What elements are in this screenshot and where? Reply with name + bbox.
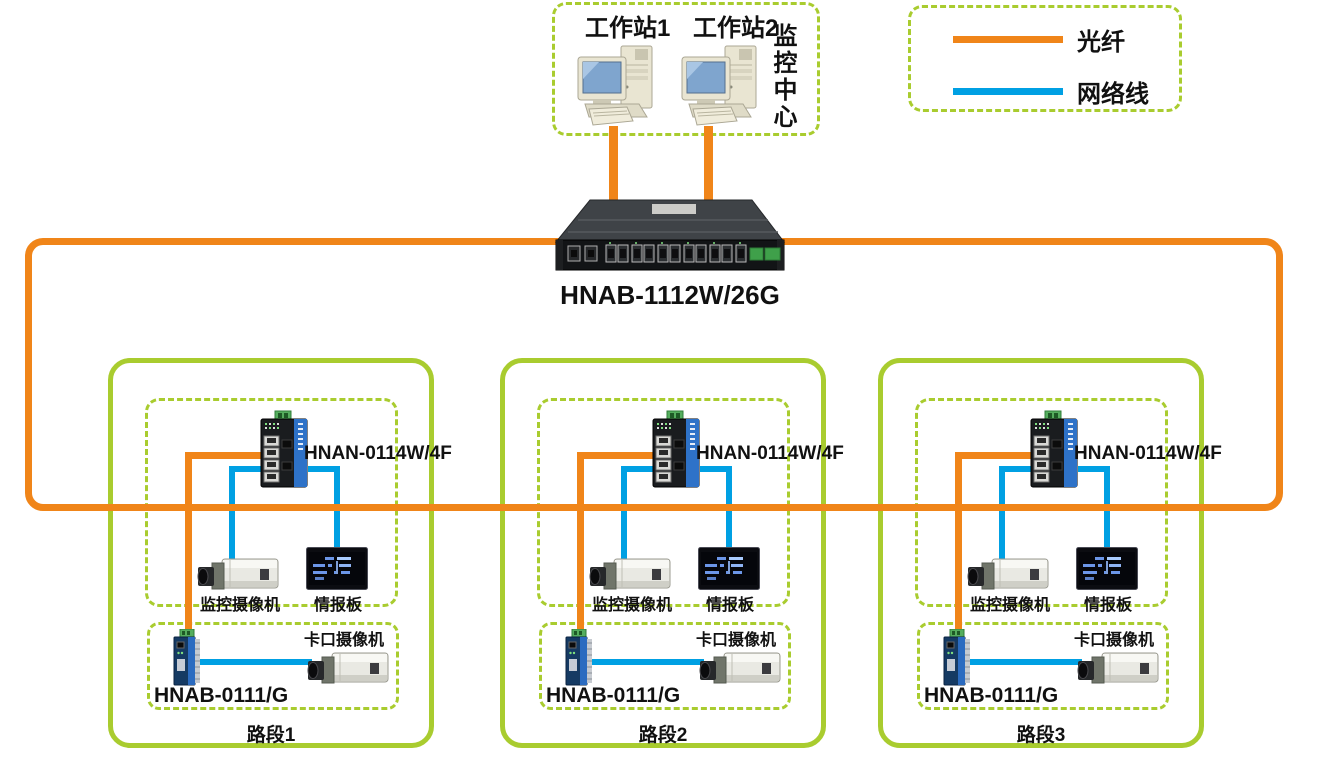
checkpoint-camera-image bbox=[306, 648, 390, 688]
road-section-border bbox=[108, 358, 434, 748]
surveillance-camera-image bbox=[588, 554, 672, 594]
legend-fiber-line bbox=[953, 36, 1063, 43]
checkpoint-camera-label: 卡口摄像机 bbox=[695, 632, 776, 649]
network-link-checkpoint bbox=[970, 659, 1082, 665]
surveillance-camera-label: 监控摄像机 bbox=[591, 597, 672, 614]
field-switch-image bbox=[1028, 410, 1080, 488]
fiber-converter-image bbox=[172, 628, 202, 687]
network-link-board-h bbox=[700, 466, 732, 472]
checkpoint-camera-image bbox=[1076, 648, 1160, 688]
fiber-drop-workstation2 bbox=[704, 126, 713, 206]
road-section-label: 路段2 bbox=[638, 725, 688, 746]
road-section: HNAN-0114W/4F 监控摄像机 情报板 卡口摄像机 HNAB-0111/… bbox=[878, 0, 1222, 759]
network-link-board-h bbox=[308, 466, 340, 472]
info-board-image bbox=[306, 547, 368, 590]
workstation-computer-icon bbox=[577, 45, 657, 131]
info-board-image bbox=[698, 547, 760, 590]
field-switch-model-label: HNAN-0114W/4F bbox=[696, 443, 844, 464]
fiber-link-vertical bbox=[577, 452, 584, 635]
road-section-label: 路段1 bbox=[246, 725, 296, 746]
network-link-camera-v bbox=[999, 466, 1005, 564]
road-section: HNAN-0114W/4F 监控摄像机 情报板 卡口摄像机 HNAB-0111/… bbox=[108, 0, 452, 759]
info-board-label: 情报板 bbox=[313, 597, 362, 614]
road-section-border bbox=[500, 358, 826, 748]
legend-box: 光纤 网络线 bbox=[908, 5, 1182, 112]
road-section: HNAN-0114W/4F 监控摄像机 情报板 卡口摄像机 HNAB-0111/… bbox=[500, 0, 844, 759]
checkpoint-camera-image bbox=[698, 648, 782, 688]
info-board-image bbox=[1076, 547, 1138, 590]
legend-network-line bbox=[953, 88, 1063, 95]
roadside-equipment-box bbox=[145, 398, 398, 607]
network-link-camera-h bbox=[999, 466, 1033, 472]
legend-fiber-label: 光纤 bbox=[1077, 29, 1125, 56]
network-link-camera-v bbox=[621, 466, 627, 564]
core-switch-model-label: HNAB-1112W/26G bbox=[560, 280, 780, 310]
surveillance-camera-image bbox=[196, 554, 280, 594]
fiber-link-vertical bbox=[955, 452, 962, 635]
network-link-camera-v bbox=[229, 466, 235, 564]
fiber-link-horizontal bbox=[955, 452, 1033, 459]
network-link-checkpoint bbox=[200, 659, 312, 665]
fiber-link-vertical bbox=[185, 452, 192, 635]
surveillance-camera-label: 监控摄像机 bbox=[969, 597, 1050, 614]
fiber-converter-image bbox=[564, 628, 594, 687]
field-switch-image bbox=[258, 410, 310, 488]
checkpoint-equipment-box bbox=[147, 622, 399, 710]
surveillance-camera-image bbox=[966, 554, 1050, 594]
checkpoint-equipment-box bbox=[539, 622, 791, 710]
road-section-label: 路段3 bbox=[1016, 725, 1066, 746]
workstation1-label: 工作站1 bbox=[585, 15, 671, 42]
roadside-equipment-box bbox=[537, 398, 790, 607]
fiber-converter-model-label: HNAB-0111/G bbox=[924, 684, 1059, 707]
fiber-converter-model-label: HNAB-0111/G bbox=[154, 684, 289, 707]
checkpoint-camera-label: 卡口摄像机 bbox=[1073, 632, 1154, 649]
network-link-camera-h bbox=[621, 466, 655, 472]
workstation-computer-icon bbox=[681, 45, 761, 131]
control-center-label: 监控中心 bbox=[769, 23, 796, 131]
surveillance-camera-label: 监控摄像机 bbox=[199, 597, 280, 614]
network-link-checkpoint bbox=[592, 659, 704, 665]
field-switch-image bbox=[650, 410, 702, 488]
fiber-link-horizontal bbox=[185, 452, 263, 459]
road-section-border bbox=[878, 358, 1204, 748]
fiber-converter-image bbox=[942, 628, 972, 687]
fiber-converter-model-label: HNAB-0111/G bbox=[546, 684, 681, 707]
workstation2-label: 工作站2 bbox=[693, 15, 779, 42]
checkpoint-equipment-box bbox=[917, 622, 1169, 710]
control-center-box: 工作站1 工作站2 bbox=[552, 2, 820, 136]
network-link-board-h bbox=[1078, 466, 1110, 472]
info-board-label: 情报板 bbox=[705, 597, 754, 614]
checkpoint-camera-label: 卡口摄像机 bbox=[303, 632, 384, 649]
roadside-equipment-box bbox=[915, 398, 1168, 607]
field-switch-model-label: HNAN-0114W/4F bbox=[304, 443, 452, 464]
fiber-link-horizontal bbox=[577, 452, 655, 459]
network-link-camera-h bbox=[229, 466, 263, 472]
legend-network-label: 网络线 bbox=[1077, 81, 1149, 108]
fiber-drop-workstation1 bbox=[609, 126, 618, 206]
info-board-label: 情报板 bbox=[1083, 597, 1132, 614]
field-switch-model-label: HNAN-0114W/4F bbox=[1074, 443, 1222, 464]
core-switch-image bbox=[554, 196, 786, 274]
